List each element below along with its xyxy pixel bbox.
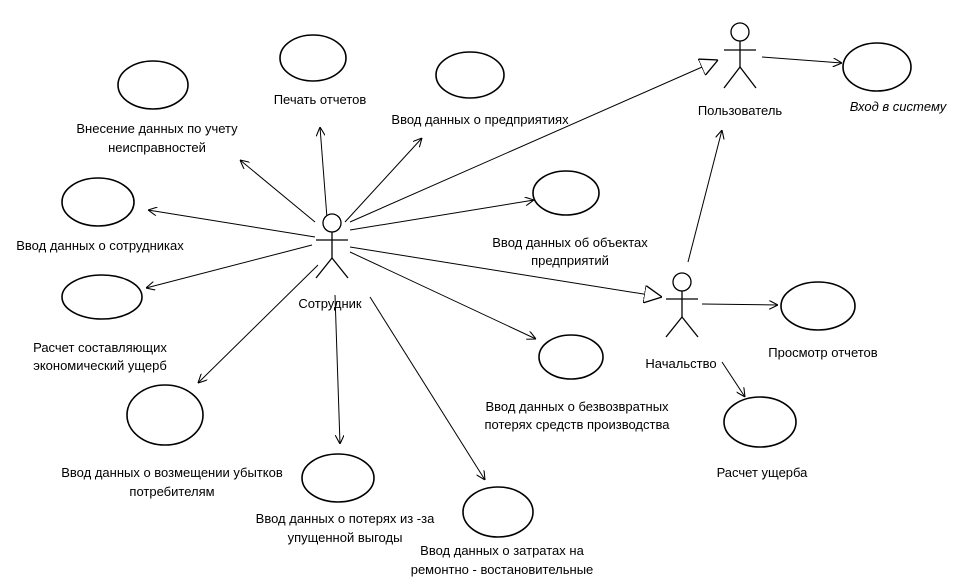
usecase-enterprise-objects[interactable] bbox=[532, 170, 600, 216]
usecase-lost-profit[interactable] bbox=[301, 453, 375, 503]
actor-employee[interactable] bbox=[315, 213, 349, 279]
usecase-enterprises[interactable] bbox=[435, 51, 505, 99]
economic-damage-label-1: Расчет составляющих bbox=[33, 340, 167, 355]
lost-profit-label-1: Ввод данных о потерях из -за bbox=[256, 511, 435, 526]
damage-calc-label: Расчет ущерба bbox=[717, 465, 809, 480]
repair-costs-label-2: ремонтно - востановительные bbox=[411, 562, 594, 577]
generalization-employee-management bbox=[349, 246, 662, 297]
lost-profit-label-2: упущенной выгоды bbox=[288, 530, 403, 545]
irrecoverable-losses-label-1: Ввод данных о безвозвратных bbox=[485, 399, 669, 414]
print-reports-label: Печать отчетов bbox=[274, 92, 367, 107]
enterprise-objects-label-1: Ввод данных об объектах bbox=[492, 235, 648, 250]
actor-employee-label: Сотрудник bbox=[298, 296, 361, 311]
generalization-employee-user bbox=[349, 60, 718, 223]
economic-damage-label-2: экономический ущерб bbox=[33, 358, 167, 373]
actor-management[interactable] bbox=[665, 272, 699, 338]
malfunctions-label-2: неисправностей bbox=[108, 140, 206, 155]
usecase-print-reports[interactable] bbox=[279, 34, 347, 82]
login-label: Вход в систему bbox=[850, 99, 948, 114]
malfunctions-label-1: Внесение данных по учету bbox=[76, 121, 238, 136]
actor-user-label: Пользователь bbox=[698, 103, 783, 118]
usecase-damage-calc[interactable] bbox=[723, 396, 797, 448]
management-to-view-reports bbox=[701, 304, 778, 305]
usecase-view-reports[interactable] bbox=[780, 281, 856, 331]
usecase-consumer-compensation[interactable] bbox=[126, 384, 204, 446]
user-to-login bbox=[761, 56, 842, 63]
consumer-compensation-label-1: Ввод данных о возмещении убытков bbox=[61, 465, 283, 480]
enterprise-objects-label-2: предприятий bbox=[531, 253, 609, 268]
employees-label: Ввод данных о сотрудниках bbox=[16, 238, 184, 253]
usecase-economic-damage[interactable] bbox=[61, 274, 143, 320]
management-to-damage-calc bbox=[721, 361, 745, 397]
usecase-employees[interactable] bbox=[61, 177, 135, 227]
enterprises-label: Ввод данных о предприятиях bbox=[391, 112, 569, 127]
view-reports-label: Просмотр отчетов bbox=[768, 345, 877, 360]
usecase-irrecoverable-losses[interactable] bbox=[538, 334, 604, 380]
actor-management-label: Начальство bbox=[645, 356, 716, 371]
repair-costs-label-1: Ввод данных о затратах на bbox=[420, 543, 584, 558]
usecase-login[interactable] bbox=[842, 42, 912, 92]
management-to-user bbox=[687, 130, 722, 263]
actor-user[interactable] bbox=[723, 22, 757, 89]
employee-associations bbox=[146, 127, 536, 480]
irrecoverable-losses-label-2: потерях средств производства bbox=[485, 417, 671, 432]
usecase-repair-costs[interactable] bbox=[462, 486, 534, 538]
usecase-malfunctions[interactable] bbox=[117, 60, 189, 110]
consumer-compensation-label-2: потребителям bbox=[129, 484, 214, 499]
